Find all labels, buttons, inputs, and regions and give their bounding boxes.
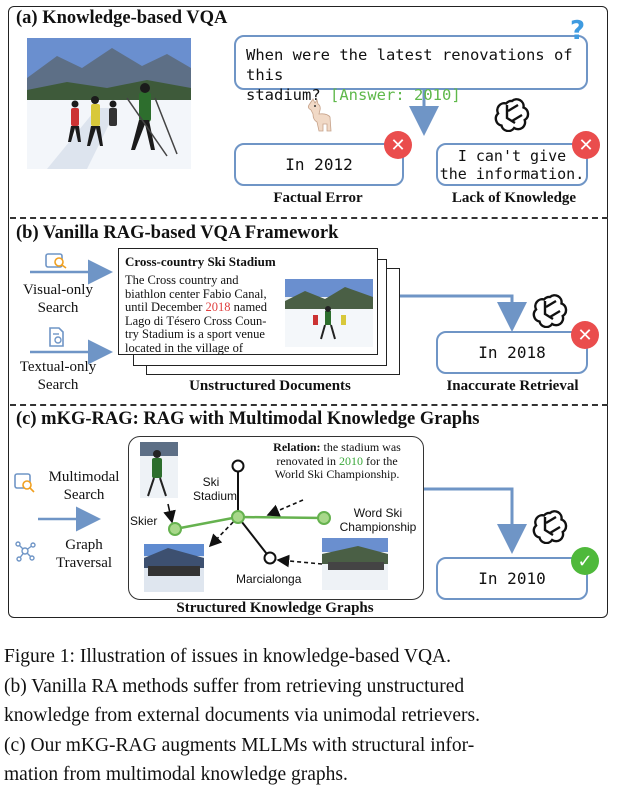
rag-answer-box: In 2018 <box>436 331 588 374</box>
question-line1: When were the latest renovations of this <box>246 46 573 84</box>
figure-frame <box>8 6 608 618</box>
rag-answer: In 2018 <box>478 343 546 362</box>
document-photo <box>285 279 373 347</box>
gpt-answer-line1: I can't give <box>457 146 567 165</box>
gpt-answer-line2: the information. <box>439 164 585 183</box>
section-a-title: (a) Knowledge-based VQA <box>16 8 228 28</box>
check-icon: ✓ <box>571 547 599 575</box>
node-ski-stadium: Ski Stadium <box>193 475 238 503</box>
caption-line2: (b) Vanilla RA methods suffer from retri… <box>4 675 465 697</box>
openai-logo-icon <box>532 294 568 328</box>
label-lack-of-knowledge: Lack of Knowledge <box>451 190 577 206</box>
textual-only-search-label: Textual-only Search <box>19 359 97 393</box>
cross-icon: ✕ <box>384 131 412 159</box>
llama-answer-box: In 2012 <box>234 143 404 186</box>
answer-hint: [Answer: 2010] <box>330 86 461 104</box>
label-inaccurate-retrieval: Inaccurate Retrieval <box>446 378 579 394</box>
figure-caption: Figure 1: Illustration of issues in know… <box>4 642 616 790</box>
label-structured-knowledge-graphs: Structured Knowledge Graphs <box>176 600 374 616</box>
caption-line5: mation from multimodal knowledge graphs. <box>4 764 348 785</box>
node-skier: Skier <box>130 514 158 528</box>
knowledge-graph <box>140 442 388 592</box>
document-title: Cross-country Ski Stadium <box>125 254 276 269</box>
label-unstructured-documents: Unstructured Documents <box>189 378 351 394</box>
relation-text: Relation: the stadium was renovated in 2… <box>273 440 401 481</box>
divider-b-c <box>10 404 608 406</box>
mkg-rag-answer: In 2010 <box>478 569 546 588</box>
llama-icon <box>307 98 332 132</box>
connector-layer <box>30 88 527 554</box>
knowledge-graph-panel <box>128 436 424 600</box>
question-mark-icon: ? <box>570 16 586 46</box>
section-b-title: (b) Vanilla RAG-based VQA Framework <box>16 223 339 243</box>
question-line2: stadium? <box>246 86 321 104</box>
visual-only-search-label: Visual-only Search <box>23 282 93 316</box>
caption-line3: knowledge from external documents via un… <box>4 705 480 726</box>
document-year: 2018 <box>205 300 231 315</box>
multimodal-search-label: Multimodal Search <box>48 469 120 503</box>
llama-answer: In 2012 <box>285 155 353 174</box>
cross-icon: ✕ <box>572 131 600 159</box>
openai-logo-icon <box>532 510 568 544</box>
node-marcialonga: Marcialonga <box>236 572 302 586</box>
divider-a-b <box>10 217 608 219</box>
document-search-icon <box>49 327 64 347</box>
node-world-ski-championship: Word Ski Championship <box>339 506 417 534</box>
relation-year: 2010 <box>339 453 363 468</box>
mkg-rag-answer-box: In 2010 <box>436 557 588 600</box>
skiing-photo <box>27 38 191 169</box>
graph-traversal-label: Graph Traversal <box>55 537 113 571</box>
label-factual-error: Factual Error <box>273 190 363 206</box>
graph-icon <box>15 541 36 562</box>
section-c-title: (c) mKG-RAG: RAG with Multimodal Knowled… <box>16 409 480 429</box>
cross-icon: ✕ <box>571 321 599 349</box>
gpt-answer-box: I can't give the information. <box>436 143 588 186</box>
document-body: The Cross country and biathlon center Fa… <box>125 273 267 355</box>
caption-line4: (c) Our mKG-RAG augments MLLMs with stru… <box>4 734 475 756</box>
image-search-icon <box>45 253 67 269</box>
openai-logo-icon <box>494 98 530 132</box>
document-front: Cross-country Ski Stadium The Cross coun… <box>118 248 378 355</box>
question-box: When were the latest renovations of this… <box>234 35 588 104</box>
image-search-icon <box>14 473 35 493</box>
caption-line1: Figure 1: Illustration of issues in know… <box>4 646 451 667</box>
